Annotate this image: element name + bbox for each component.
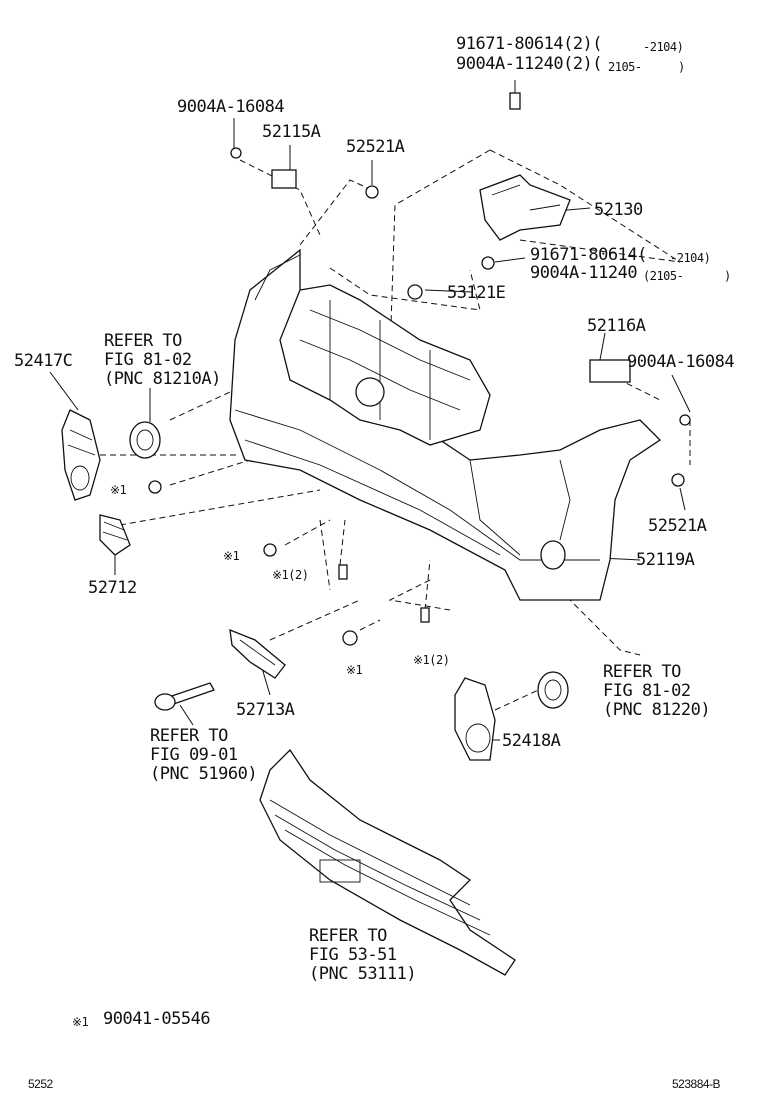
right-fog-cover-52418a [454,677,496,761]
refer-right-line3: (PNC 81220) [603,700,711,720]
label-9004a-16084-left: 9004A-16084 [177,97,285,117]
dashed-guides [100,149,691,711]
label-range-close-a: ) [678,60,685,74]
label-range-2104-a: -2104) [643,40,684,54]
right-lower-grille-52713a [229,628,286,679]
label-9004a-11240: 9004A-11240 [530,263,638,283]
label-range-2105-b: (2105- [643,269,684,283]
label-52115a: 52115A [262,122,321,142]
left-lower-grille-52712 [99,514,131,556]
left-fog-lamp [129,421,161,459]
refer-grille-line1: REFER TO [309,926,387,946]
label-52130: 52130 [594,200,643,220]
refer-grille-line2: FIG 53-51 [309,945,397,965]
label-52521a-top: 52521A [346,137,405,157]
refer-left-line1: REFER TO [104,331,182,351]
label-52712: 52712 [88,578,137,598]
image-code: 523884-B [672,1077,721,1091]
tow-hook [154,682,215,711]
note-mark-c: ※1(2) [272,568,309,582]
footnote-part-number: 90041-05546 [103,1009,211,1029]
label-range-close-b: ) [724,269,731,283]
label-52521a-right: 52521A [648,516,707,536]
refer-bottom-line1: REFER TO [150,726,228,746]
right-fog-lamp [537,671,569,709]
refer-bottom-line2: FIG 09-01 [150,745,238,765]
radiator-grille [259,748,516,976]
label-9004a-16084-right: 9004A-16084 [627,352,735,372]
refer-left-line3: (PNC 81210A) [104,369,221,389]
label-52119a: 52119A [636,550,695,570]
note-mark-b: ※1 [223,549,240,563]
label-range-2105-a: 2105- [608,60,642,74]
refer-left-line2: FIG 81-02 [104,350,192,370]
label-range-2104-b: -2104) [670,251,711,265]
label-9004a-11240-2: 9004A-11240(2)( [456,54,603,74]
label-52417c: 52417C [14,351,73,371]
refer-bottom-line3: (PNC 51960) [150,764,258,784]
label-91671-80614-2: 91671-80614(2)( [456,34,603,54]
note-mark-a: ※1 [110,483,127,497]
fasteners [148,92,691,646]
note-mark-d: ※1 [346,663,363,677]
footnote-mark: ※1 [72,1015,89,1029]
refer-grille-line3: (PNC 53111) [309,964,417,984]
upper-bracket-52130 [479,174,571,241]
label-52116a: 52116A [587,316,646,336]
label-91671-80614: 91671-80614( [530,245,647,265]
label-52713a: 52713A [236,700,295,720]
refer-right-line2: FIG 81-02 [603,681,691,701]
note-mark-e: ※1(2) [413,653,450,667]
left-fog-cover-52417c [61,409,101,501]
label-52418a: 52418A [502,731,561,751]
page-code: 5252 [28,1077,53,1091]
grille-support-bracket [279,284,491,446]
label-53121e: 53121E [447,283,506,303]
refer-right-line1: REFER TO [603,662,681,682]
